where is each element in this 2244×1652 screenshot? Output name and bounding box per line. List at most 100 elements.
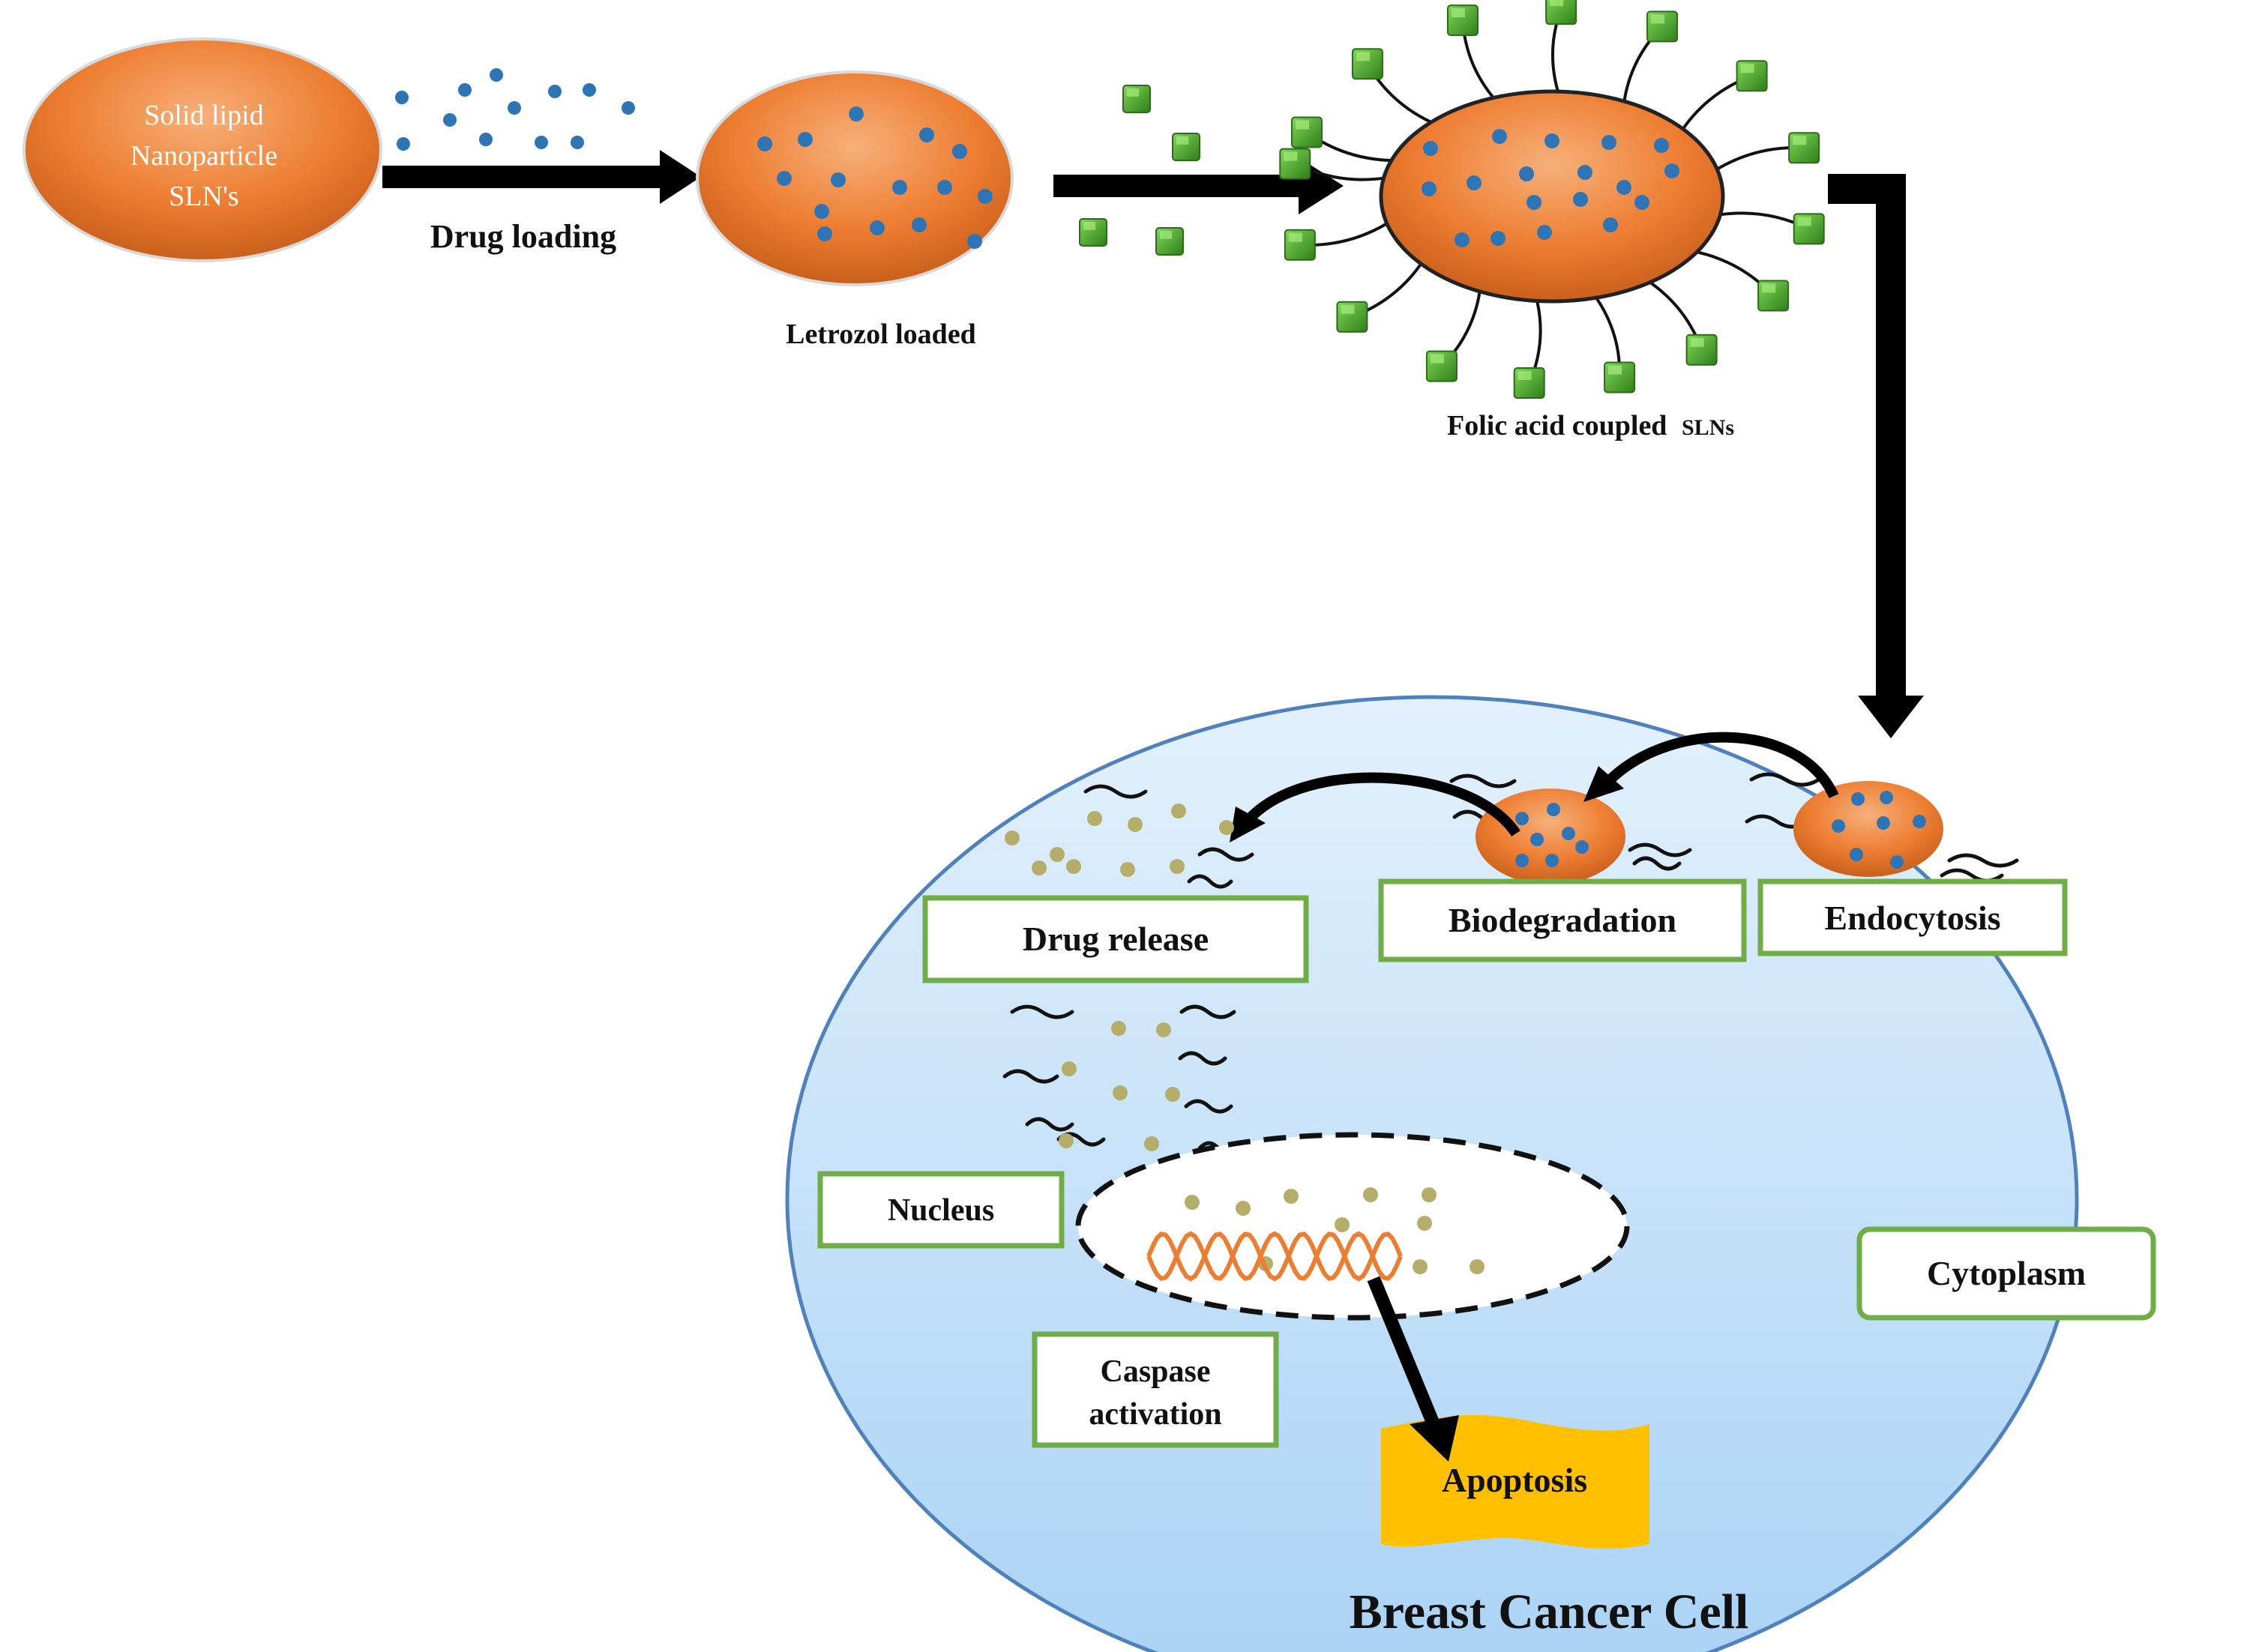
delivery-arrowhead <box>1858 696 1924 738</box>
cytoplasm-label: Cytoplasm <box>1927 1254 2086 1292</box>
free-folic-ligands <box>1079 85 1200 256</box>
drug-dot <box>912 217 927 232</box>
drug-dot <box>1850 848 1863 861</box>
released-drug-dot <box>1113 1085 1128 1100</box>
released-drug-cluster <box>1005 784 1254 889</box>
biodegradation-to-release-arrow <box>1240 772 1520 837</box>
dna-to-apoptosis-arrow <box>1367 1276 1440 1427</box>
nucleus-box: Nucleus <box>817 1171 1065 1249</box>
drug-dot <box>1913 815 1926 828</box>
sln-label-line2: Nanoparticle <box>130 140 277 172</box>
nucleus <box>1075 1132 1630 1321</box>
nucleus-drug-molecules <box>1185 1187 1485 1274</box>
released-drug-dot <box>1087 811 1102 826</box>
drug-dot <box>1519 166 1534 181</box>
folic-coupled-sln-particle <box>1379 89 1725 304</box>
letrozol-loaded-label: Letrozol loaded <box>786 319 976 350</box>
nucleus-drug-dot <box>1236 1201 1251 1216</box>
folic-ligand-shine <box>1797 217 1811 226</box>
drug-loading-label: Drug loading <box>430 218 616 255</box>
caspase-activation-box: Caspase activation <box>1032 1331 1279 1448</box>
released-drug-dot <box>1059 1133 1074 1148</box>
folic-coupled-label-main: Folic acid coupled <box>1447 410 1667 441</box>
delivery-arrow <box>1828 174 1906 701</box>
folic-ligand-shine <box>1690 337 1704 347</box>
nucleus-drug-dot <box>1185 1195 1200 1210</box>
drug-dot <box>1877 816 1890 830</box>
drug-dot <box>1601 135 1616 150</box>
endocytosis-label: Endocytosis <box>1824 899 2000 937</box>
drug-dot <box>548 85 562 98</box>
folic-ligand-shine <box>1762 283 1776 293</box>
released-drug-dot <box>1165 1087 1180 1102</box>
drug-dot <box>622 101 635 115</box>
drug-dot <box>1526 195 1541 210</box>
drug-tail <box>1010 1004 1074 1019</box>
caspase-label-line1: Caspase <box>1100 1354 1210 1389</box>
endocytosis-to-biodegradation-arrowhead <box>1583 766 1624 802</box>
released-drug-dot <box>1066 859 1081 874</box>
drug-dot <box>1422 181 1437 196</box>
biodegradation-box: Biodegradation <box>1378 878 1747 962</box>
drug-dot <box>892 180 907 195</box>
folic-ligand-shine <box>1176 136 1189 145</box>
drug-dot <box>1573 192 1588 207</box>
drug-dot <box>490 68 503 82</box>
cell-title: Breast Cancer Cell <box>1350 1585 1749 1639</box>
letrozol-loaded-particle <box>696 70 1014 286</box>
dna-strand <box>1146 1231 1403 1282</box>
drug-dot <box>1545 854 1559 867</box>
drug-dot <box>1654 138 1669 153</box>
folic-ligand-shine <box>1517 371 1532 381</box>
drug-dot <box>1562 827 1575 840</box>
folic-ligand-tails <box>1279 0 1825 400</box>
drug-dot <box>831 172 846 187</box>
released-drug-dot <box>1171 804 1186 819</box>
released-drug-dot <box>1005 830 1020 845</box>
endocytosis-particle <box>1793 781 1943 877</box>
biodegradation-label: Biodegradation <box>1449 901 1676 939</box>
apoptosis-label: Apoptosis <box>1442 1461 1587 1499</box>
folic-ligand-shine <box>1284 151 1298 161</box>
released-drug-dot <box>1170 859 1185 874</box>
released-drug-dot <box>1128 817 1143 832</box>
cytoplasm-box: Cytoplasm <box>1856 1226 2156 1321</box>
endocytosis-box: Endocytosis <box>1757 878 2068 956</box>
biodegradation-drug-molecules <box>1515 803 1589 867</box>
drug-dot <box>535 136 548 149</box>
drug-loading-arrowhead <box>660 150 701 204</box>
released-drug-dot <box>1062 1061 1077 1076</box>
drug-dot <box>397 137 410 151</box>
released-drug-dot <box>1219 820 1234 835</box>
released-drug-dot <box>1032 860 1047 875</box>
biodegradation-to-release-arrowhead <box>1230 807 1266 842</box>
drug-dot <box>814 204 829 219</box>
drug-tail <box>1179 1004 1236 1019</box>
drug-dot <box>849 106 864 121</box>
drug-dot <box>479 133 493 146</box>
drug-dot <box>1423 141 1438 156</box>
drug-dot <box>1616 180 1631 195</box>
folic-ligand-shine <box>1295 120 1309 130</box>
folic-ligand-shine <box>1083 222 1096 230</box>
drug-dot <box>1547 803 1560 816</box>
folic-coupled-label: Folic acid coupled SLNs <box>1447 410 1734 441</box>
drug-dot <box>952 144 967 159</box>
caspase-label-line2: activation <box>1089 1397 1221 1432</box>
ligand-tail <box>1749 772 1821 787</box>
drug-dot <box>458 83 472 97</box>
endocytosis-to-biodegradation-arrow <box>1600 732 1839 799</box>
drug-dot <box>1634 195 1649 210</box>
folic-ligand-shine <box>1430 354 1444 364</box>
drug-dot <box>1492 129 1507 144</box>
drug-dot <box>978 189 993 204</box>
drug-release-label: Drug release <box>1023 920 1209 958</box>
drug-dot <box>1467 175 1482 190</box>
released-drug-dot <box>1050 847 1065 862</box>
released-drug-dot <box>1111 1021 1126 1036</box>
folic-ligand-shine <box>1608 365 1622 375</box>
drug-dot <box>1455 232 1470 247</box>
nucleus-drug-dot <box>1335 1217 1350 1232</box>
drug-dot <box>443 113 457 127</box>
